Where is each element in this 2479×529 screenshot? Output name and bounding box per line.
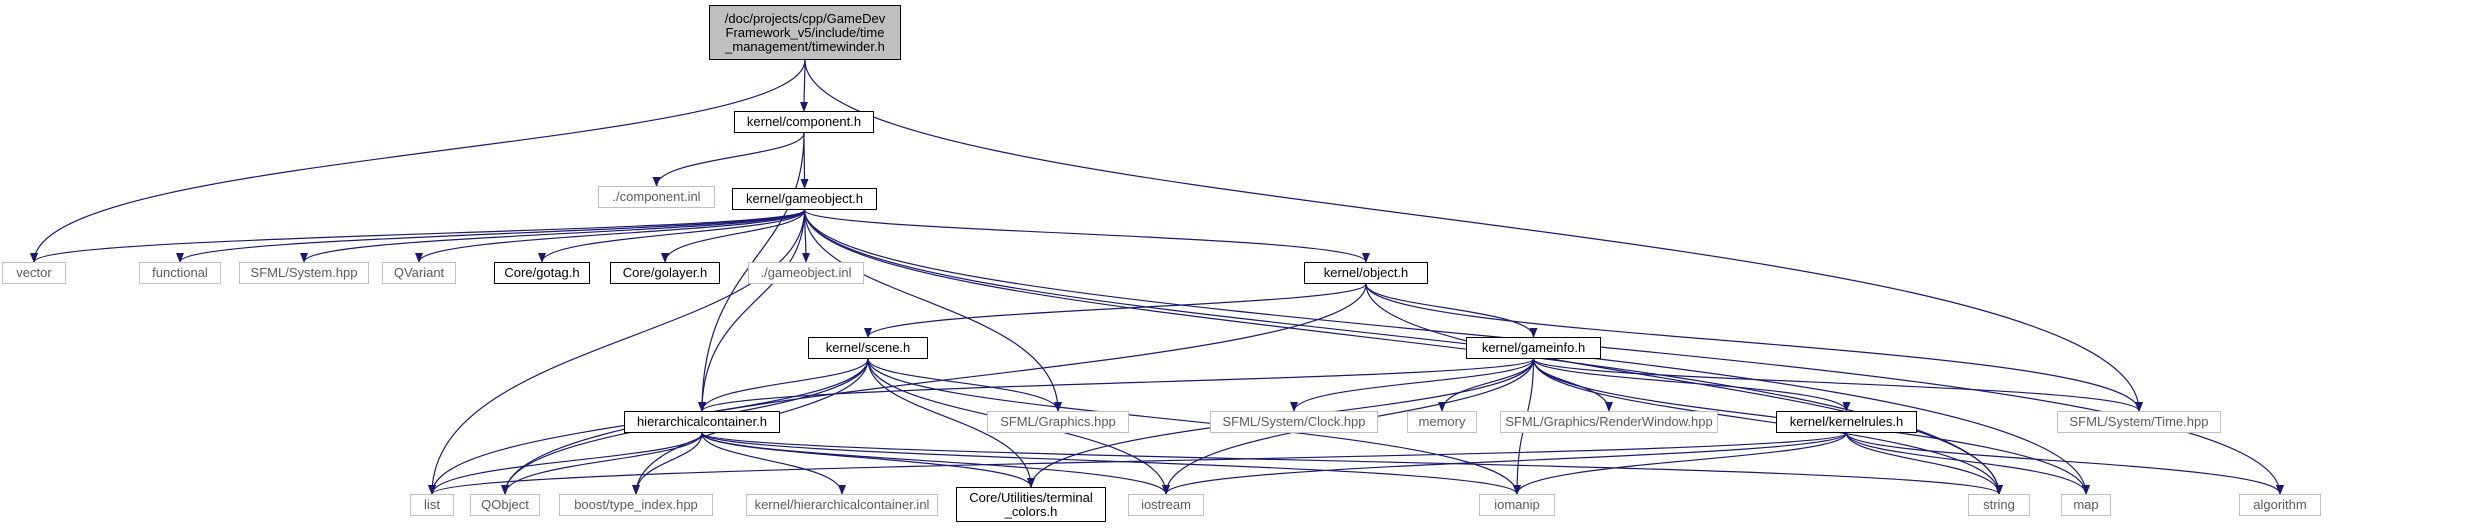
edge-object_h-to-sfml_time: [1365, 283, 2143, 412]
edge-kernelrules-to-map: [1845, 432, 2090, 495]
edge-object_h-to-scene_h: [864, 283, 1367, 338]
edge-hierarchical-to-qobject: [501, 432, 703, 495]
edge-object_h-to-string: [1365, 283, 2003, 495]
edge-object_h-to-gameinfo_h: [1365, 283, 1538, 338]
node-string: string: [1968, 494, 2030, 516]
node-iostream: iostream: [1128, 494, 1204, 516]
edge-hierarchical-to-iomanip: [701, 432, 1521, 495]
edge-scene_h-to-sfml_graphics: [867, 358, 1062, 412]
edge-object_h-to-qobject: [501, 283, 1367, 495]
edge-root-to-sfml_time: [804, 59, 2143, 412]
node-qvariant: QVariant: [382, 262, 456, 284]
edge-hierarchical-to-boost: [632, 432, 703, 495]
node-core-golayer-h[interactable]: Core/golayer.h: [610, 262, 720, 284]
edge-component_h-to-hierarchical: [698, 132, 805, 412]
edge-gameobject_h-to-qvariant: [415, 209, 806, 263]
edge-gameinfo_h-to-sfml_clock: [1290, 358, 1535, 412]
edge-hierarchical-to-list: [428, 432, 703, 495]
edge-gameobject_h-to-gotag: [538, 209, 806, 263]
edge-gameobject_h-to-golayer: [661, 209, 806, 263]
edge-gameobject_h-to-hierarchical: [698, 209, 806, 412]
node-kernel-hierarchicalcontainer-inl: kernel/hierarchicalcontainer.inl: [746, 494, 938, 516]
edge-gameinfo_h-to-string: [1532, 358, 2003, 495]
edge-component_h-to-component_inl: [652, 132, 805, 187]
edge-kernelrules-to-iostream: [1162, 432, 1848, 495]
node-sfml-system-time-hpp: SFML/System/Time.hpp: [2057, 411, 2221, 433]
node-qobject: QObject: [470, 494, 540, 516]
node-kernel-component-h[interactable]: kernel/component.h: [734, 111, 874, 133]
node-sfml-system-clock-hpp: SFML/System/Clock.hpp: [1210, 411, 1378, 433]
edge-gameobject_h-to-map: [803, 209, 2090, 495]
edge-gameobject_h-to-object_h: [803, 209, 1370, 263]
edge-gameobject_h-to-sfml_graphics: [803, 209, 1062, 412]
node-iomanip: iomanip: [1479, 494, 1555, 516]
node-list: list: [410, 494, 454, 516]
edge-gameobject_h-to-string: [803, 209, 2003, 495]
node-core-gotag-h[interactable]: Core/gotag.h: [494, 262, 590, 284]
node-boost-type-index-hpp: boost/type_index.hpp: [559, 494, 713, 516]
edge-kernelrules-to-algorithm: [1845, 432, 2284, 495]
node-core-utilities-terminal-colors-h[interactable]: Core/Utilities/terminal _colors.h: [956, 487, 1106, 522]
node-algorithm: algorithm: [2239, 494, 2321, 516]
node-timewinder-h: /doc/projects/cpp/GameDev Framework_v5/i…: [709, 5, 901, 60]
edge-hierarchical-to-hier_inl: [701, 432, 846, 495]
edge-root-to-component_h: [800, 59, 809, 112]
node-kernel-kernelrules-h[interactable]: kernel/kernelrules.h: [1776, 411, 1917, 433]
node-kernel-gameobject-h[interactable]: kernel/gameobject.h: [732, 188, 877, 210]
edge-scene_h-to-hierarchical: [698, 358, 869, 412]
node-vector: vector: [2, 262, 66, 284]
node-functional: functional: [139, 262, 221, 284]
edge-hierarchical-to-string: [701, 432, 2003, 495]
node-sfml-system-hpp: SFML/System.hpp: [239, 262, 369, 284]
edge-kernelrules-to-string: [1845, 432, 2003, 495]
node-memory: memory: [1407, 411, 1477, 433]
edge-gameobject_h-to-sfml_system: [300, 209, 806, 263]
node-gameobject-inl: ./gameobject.inl: [748, 262, 864, 284]
edge-root-to-vector: [30, 59, 806, 263]
edge-gameinfo_h-to-hierarchical: [698, 358, 1535, 412]
edge-scene_h-to-terminal: [867, 358, 1035, 488]
edge-kernelrules-to-iomanip: [1513, 432, 1848, 495]
edge-gameobject_h-to-vector: [30, 209, 806, 263]
node-kernel-object-h[interactable]: kernel/object.h: [1304, 262, 1428, 284]
edge-gameinfo_h-to-sfml_time: [1532, 358, 2143, 412]
edge-gameinfo_h-to-memory: [1438, 358, 1535, 412]
node-sfml-graphics-hpp: SFML/Graphics.hpp: [987, 411, 1129, 433]
node-kernel-scene-h[interactable]: kernel/scene.h: [808, 337, 928, 359]
node-kernel-gameinfo-h[interactable]: kernel/gameinfo.h: [1466, 337, 1601, 359]
edge-kernelrules-to-list: [428, 432, 1848, 495]
edge-hierarchical-to-iostream: [701, 432, 1170, 495]
node-map: map: [2061, 494, 2111, 516]
edge-scene_h-to-iomanip: [867, 358, 1521, 495]
node-sfml-graphics-renderwindow-hpp: SFML/Graphics/RenderWindow.hpp: [1500, 411, 1718, 433]
edge-gameinfo_h-to-kernelrules: [1532, 358, 1851, 412]
node-hierarchicalcontainer-h[interactable]: hierarchicalcontainer.h: [624, 411, 780, 433]
edge-gameobject_h-to-list: [428, 209, 806, 495]
edge-gameobject_h-to-functional: [176, 209, 806, 263]
node-component-inl: ./component.inl: [598, 186, 715, 208]
